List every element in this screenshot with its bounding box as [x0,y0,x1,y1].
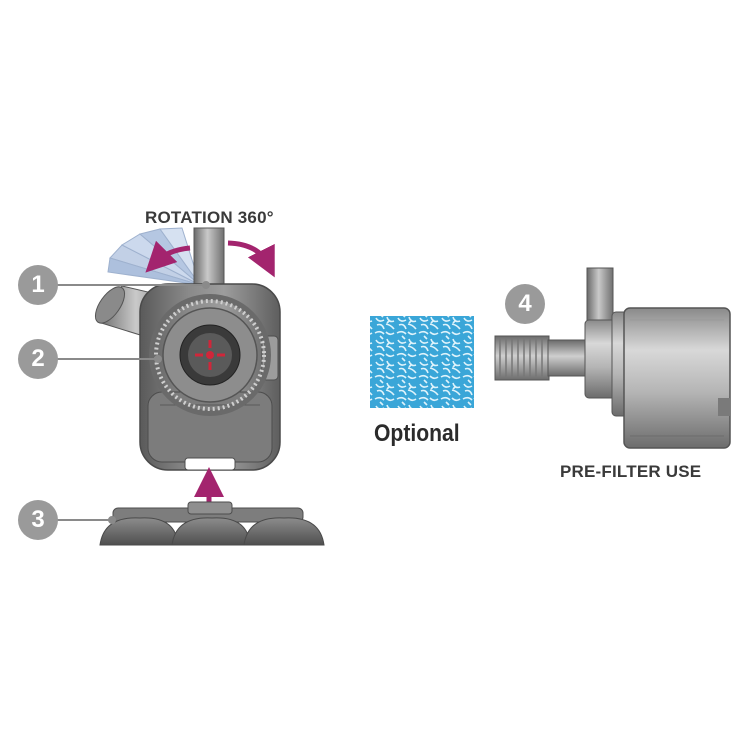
callout-2: 2 [18,339,58,379]
rotation-fan-graphic [107,227,201,286]
rotation-label: ROTATION 360° [145,208,274,227]
callout-3: 3 [18,500,58,540]
callout-4: 4 [505,284,545,324]
leader-lines [56,281,210,524]
callout-1: 1 [18,265,58,305]
optional-label: Optional [374,420,460,447]
rotation-arrow-right [227,240,275,278]
rotation-arrow-left [145,240,191,273]
prefilter-pump-side-view [494,267,731,449]
suction-cup-base [99,501,325,546]
rotor-ring [149,294,271,416]
impeller [179,324,241,386]
sponge-graphic [370,316,474,408]
prefilter-label: PRE-FILTER USE [560,462,702,481]
